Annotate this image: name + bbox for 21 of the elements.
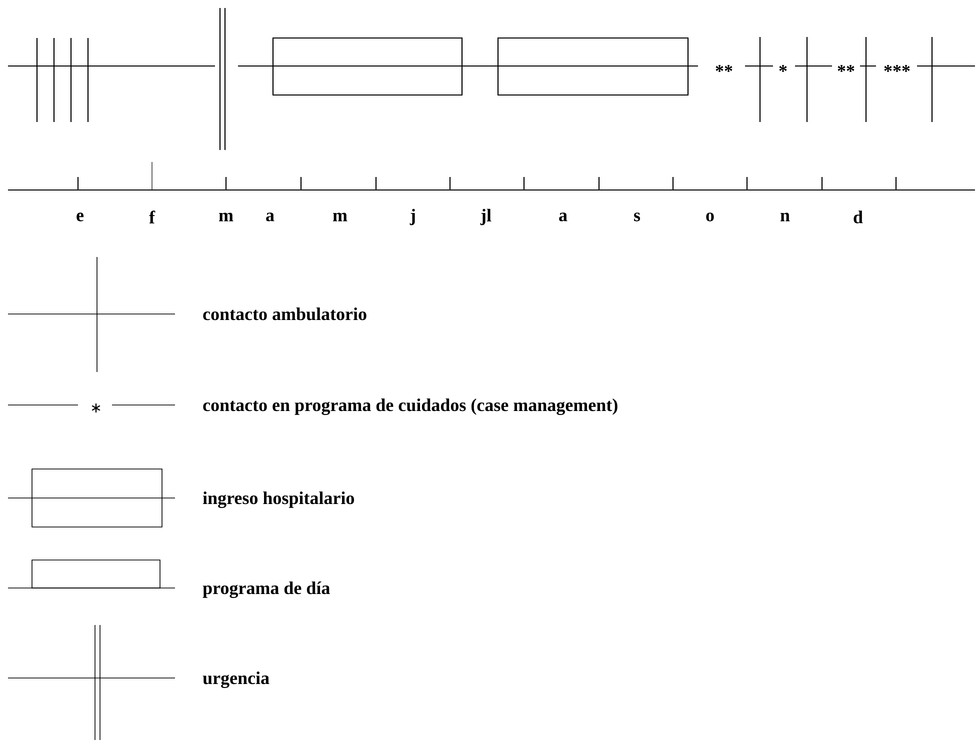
asterisk-label: ** (716, 65, 732, 72)
asterisk-label: *** (884, 65, 910, 72)
month-label: o (706, 212, 714, 222)
month-label: j (410, 208, 415, 226)
asterisk-label: * (779, 65, 787, 72)
month-label: d (854, 210, 863, 224)
month-label: f (149, 210, 156, 224)
legend-label: contacto ambulatorio (203, 308, 366, 320)
legend-label: programa de día (202, 582, 330, 598)
month-label: s (634, 212, 640, 222)
legend-label: ingreso hospitalario (202, 492, 354, 508)
legend-label: contacto en programa de cuidados (case management) (203, 398, 618, 415)
month-label: m (219, 212, 234, 222)
month-label: m (333, 212, 348, 222)
month-label: a (559, 212, 568, 222)
month-label: a (266, 212, 274, 222)
legend-label: urgencia (202, 672, 270, 688)
month-label: e (76, 212, 84, 222)
month-label: jl (480, 208, 492, 226)
month-label: n (780, 212, 790, 222)
asterisk-label: ** (838, 65, 854, 72)
